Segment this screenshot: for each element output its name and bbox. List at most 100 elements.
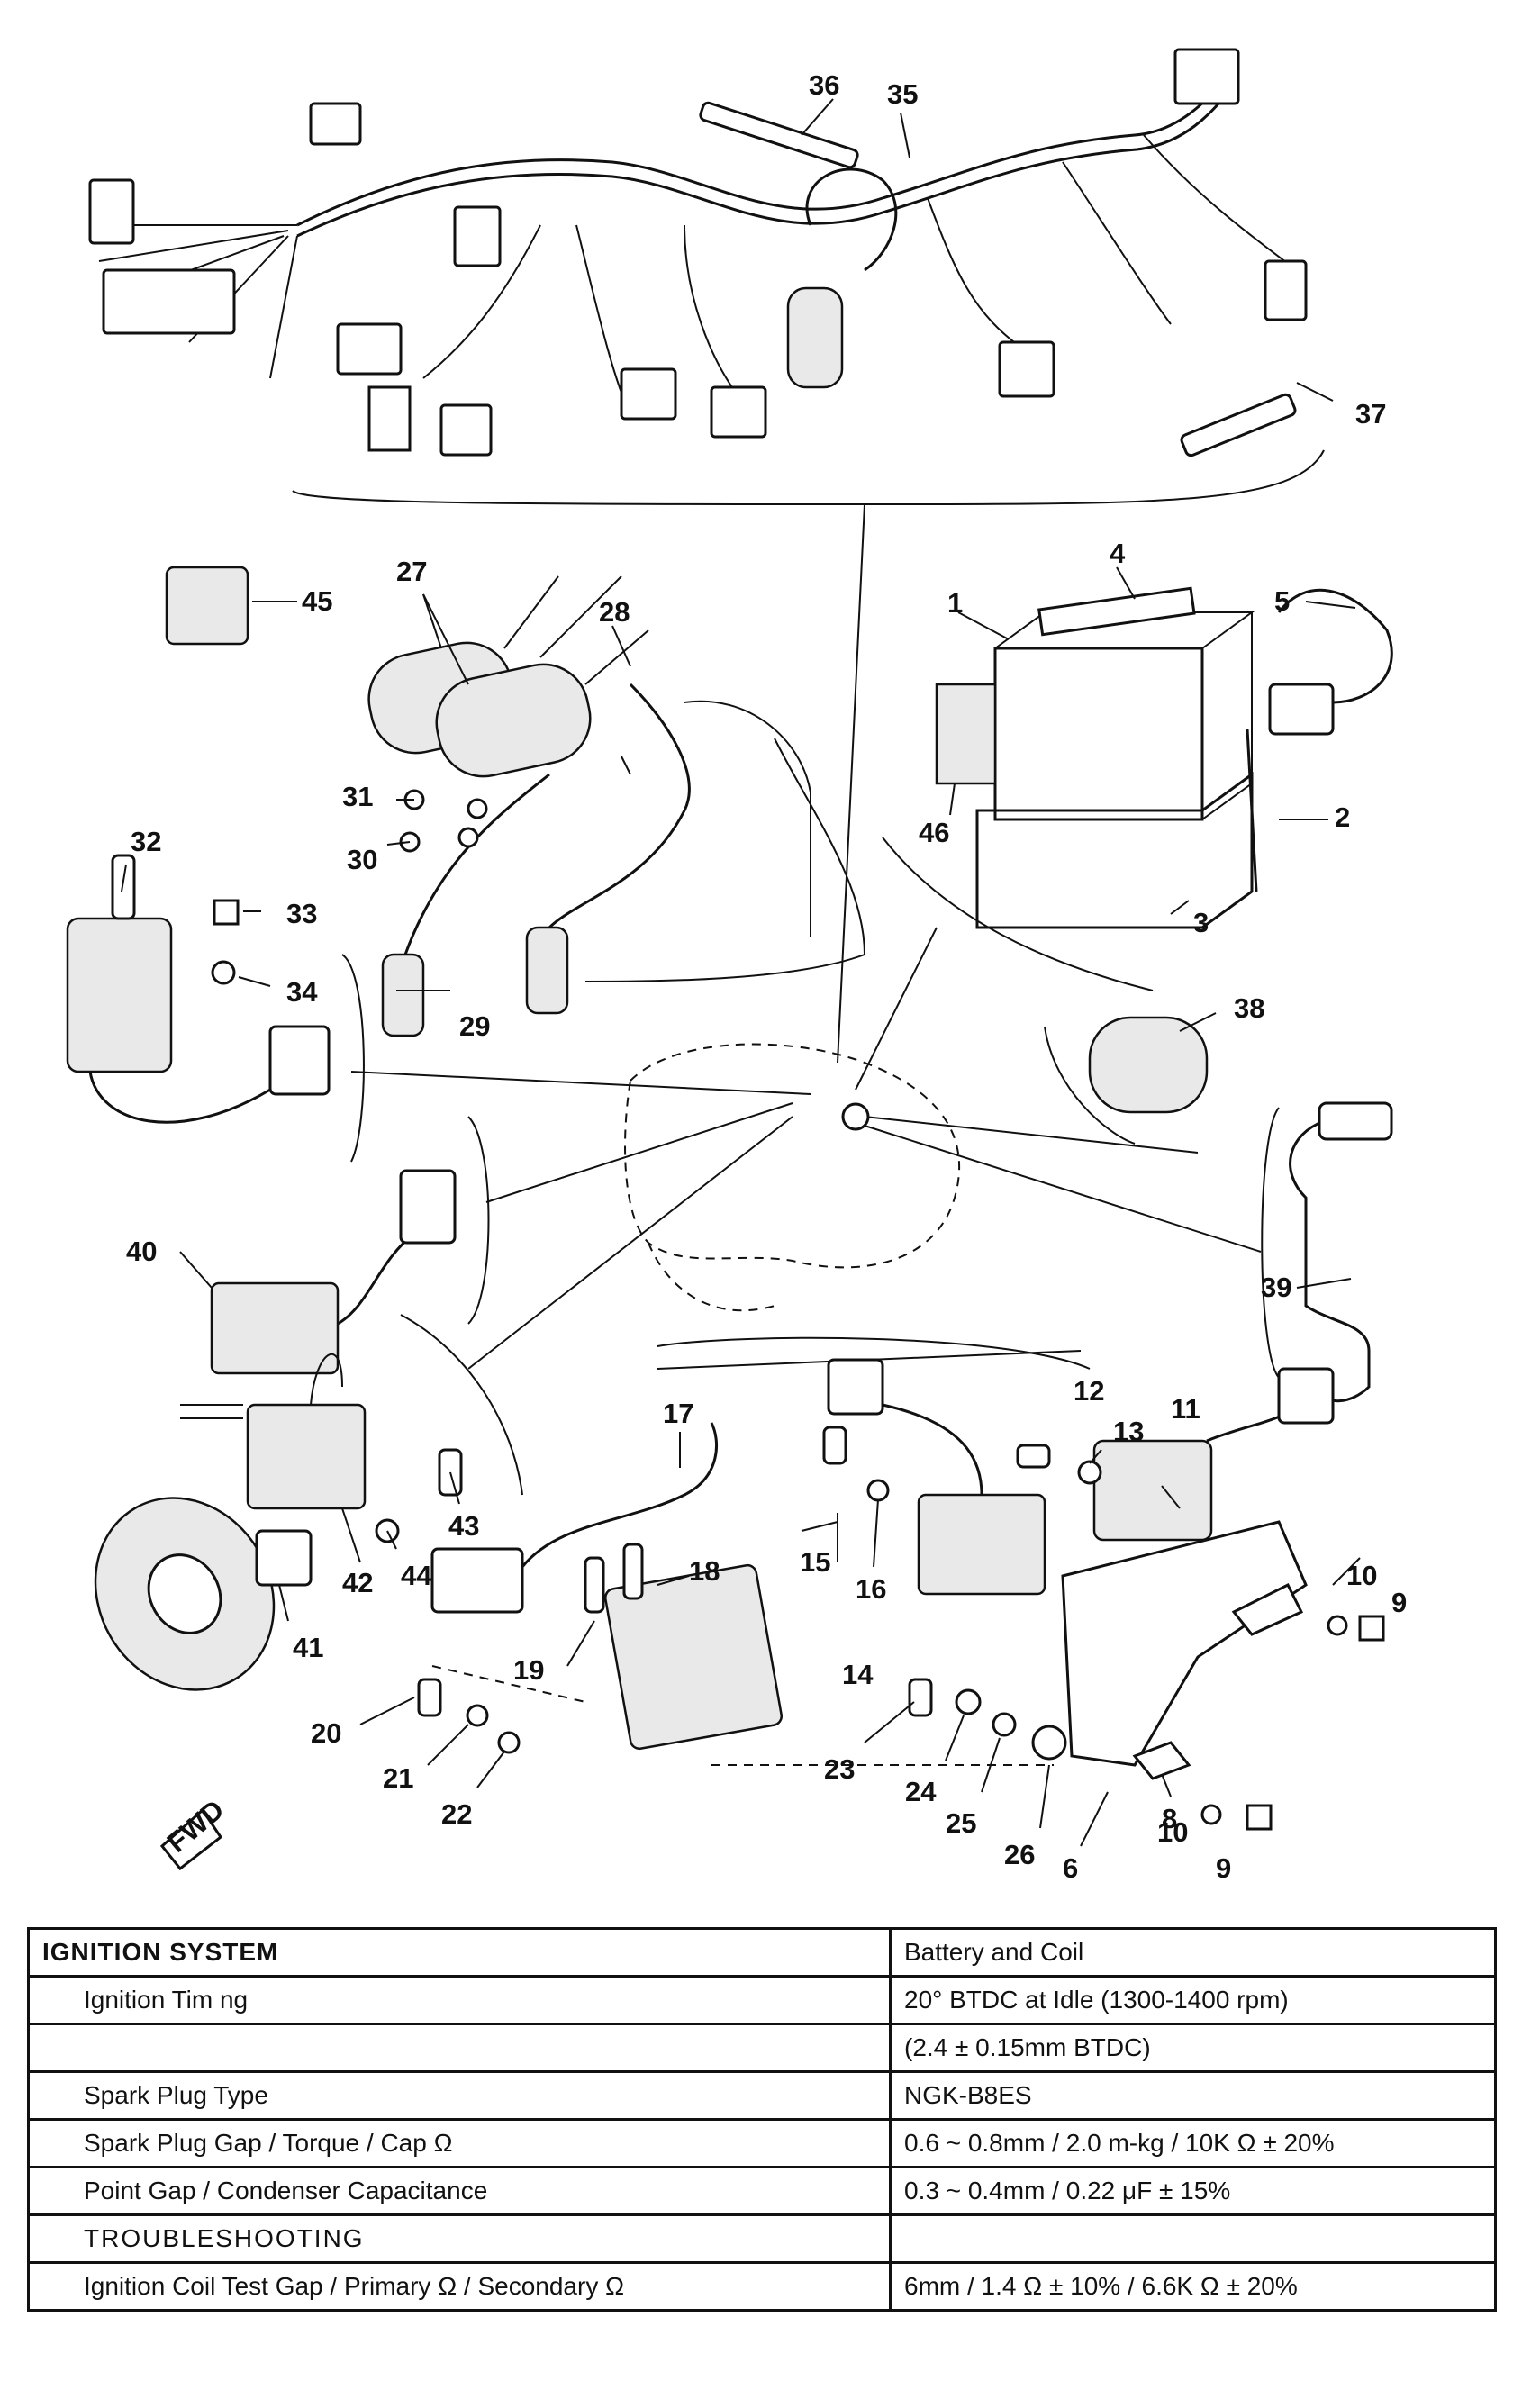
washer [211, 960, 236, 985]
breaker-plate [603, 1563, 784, 1751]
callout-34: 34 [286, 976, 318, 1008]
washer [1200, 1804, 1222, 1825]
callout-10: 10 [1157, 1816, 1188, 1848]
contact-breaker-group [417, 1350, 1082, 1766]
callout-1: 1 [947, 587, 963, 619]
washer [497, 1731, 521, 1754]
callout-39: 39 [1261, 1272, 1291, 1303]
screw [822, 1426, 847, 1465]
spec-value: (2.4 ± 0.15mm BTDC) [889, 2023, 1497, 2073]
callout-23: 23 [824, 1753, 855, 1785]
callout-leaders [121, 98, 1361, 1847]
ignition-coil [435, 663, 592, 778]
harness-connector [620, 367, 677, 421]
callout-12: 12 [1074, 1375, 1104, 1407]
battery-group [882, 586, 1393, 991]
washer [1327, 1615, 1348, 1636]
screw [1358, 1615, 1385, 1642]
callout-2: 2 [1335, 801, 1350, 833]
table-row: Ignition Tim ng 20° BTDC at Idle (1300-1… [27, 1975, 1497, 2025]
callout-11: 11 [1171, 1393, 1200, 1425]
callout-13: 13 [1113, 1416, 1144, 1447]
spec-value: Battery and Coil [889, 1927, 1497, 1978]
rectifier [210, 1116, 490, 1375]
table-row: Point Gap / Condenser Capacitance 0.3 ~ … [27, 2166, 1497, 2216]
washer [1077, 1460, 1102, 1485]
spec-label [27, 2023, 892, 2073]
regulator-connector [827, 1358, 884, 1416]
washer [866, 1479, 890, 1502]
battery-label [935, 683, 997, 785]
washer [466, 1704, 489, 1727]
callout-8: 8 [1162, 1803, 1177, 1834]
spec-label: Ignition Coil Test Gap / Primary Ω / Sec… [27, 2261, 892, 2312]
callout-35: 35 [887, 78, 918, 110]
spec-value: 0.6 ~ 0.8mm / 2.0 m-kg / 10K Ω ± 20% [889, 2118, 1497, 2168]
callout-16: 16 [856, 1573, 886, 1605]
screw [213, 899, 240, 926]
table-row: TROUBLESHOOTING [27, 2213, 1497, 2264]
pickup-unit [1092, 1439, 1213, 1542]
callout-5: 5 [1274, 585, 1290, 617]
spec-label: IGNITION SYSTEM [27, 1927, 892, 1978]
washer [457, 827, 479, 848]
callout-labels: 1 2 3 4 5 6 8 9 9 10 10 11 12 13 14 15 1… [126, 69, 1407, 1884]
callout-41: 41 [293, 1632, 323, 1663]
harness-connector-block [102, 268, 236, 335]
callout-45: 45 [302, 585, 332, 617]
cam-plate [1132, 1741, 1191, 1780]
table-row: Spark Plug Type NGK-B8ES [27, 2070, 1497, 2121]
spark-plug-cap [381, 953, 425, 1037]
spec-value [889, 2213, 1497, 2264]
harness-connector [309, 102, 362, 146]
ground-strap [1180, 393, 1297, 457]
rectifier-connector [399, 1169, 457, 1245]
callout-9: 9 [1216, 1852, 1231, 1884]
starter-relay [1044, 1016, 1209, 1145]
screw [1246, 1804, 1273, 1831]
neutral-switch [1261, 1101, 1393, 1403]
mounting-plate [1061, 1520, 1308, 1767]
harness-connector [998, 340, 1055, 398]
table-row: (2.4 ± 0.15mm BTDC) [27, 2023, 1497, 2073]
harness-boot [786, 286, 844, 389]
table-row: Ignition Coil Test Gap / Primary Ω / Sec… [27, 2261, 1497, 2312]
table-row: IGNITION SYSTEM Battery and Coil [27, 1927, 1497, 1978]
fwd-direction-badge: FWD [159, 1794, 230, 1871]
ignition-coils [367, 575, 866, 1037]
pickup-connector [1277, 1367, 1335, 1425]
callout-44: 44 [401, 1560, 432, 1591]
screw [1016, 1444, 1051, 1469]
condenser [622, 1543, 644, 1600]
callout-15: 15 [800, 1546, 830, 1578]
callout-22: 22 [441, 1798, 472, 1830]
callout-42: 42 [342, 1567, 373, 1598]
battery-band [1037, 586, 1196, 637]
neutral-switch-body [1318, 1101, 1393, 1141]
relay-body [1088, 1016, 1209, 1114]
callout-46: 46 [919, 817, 949, 848]
frame-junction [841, 1102, 870, 1131]
harness-band [699, 101, 859, 169]
wire-harness [88, 48, 1325, 1064]
cam-plate [1231, 1582, 1304, 1636]
callout-19: 19 [513, 1654, 544, 1686]
spec-value: 0.3 ~ 0.4mm / 0.22 μF ± 15% [889, 2166, 1497, 2216]
callout-33: 33 [286, 898, 317, 929]
washer [955, 1688, 982, 1715]
key [111, 854, 136, 920]
table-row: Spark Plug Gap / Torque / Cap Ω 0.6 ~ 0.… [27, 2118, 1497, 2168]
horn-bracket [255, 1529, 313, 1587]
callout-28: 28 [599, 596, 630, 628]
frame-locator [350, 927, 1262, 1370]
callout-3: 3 [1193, 907, 1209, 938]
callout-24: 24 [905, 1776, 937, 1807]
grommet [1031, 1725, 1067, 1761]
turn-signal-relay [165, 566, 249, 646]
rectifier-body [210, 1281, 340, 1375]
harness-connector [88, 178, 135, 245]
harness-connector [439, 403, 493, 457]
harness-connector [710, 385, 767, 439]
points-connector [430, 1547, 524, 1614]
spec-label: Spark Plug Gap / Torque / Cap Ω [27, 2118, 892, 2168]
